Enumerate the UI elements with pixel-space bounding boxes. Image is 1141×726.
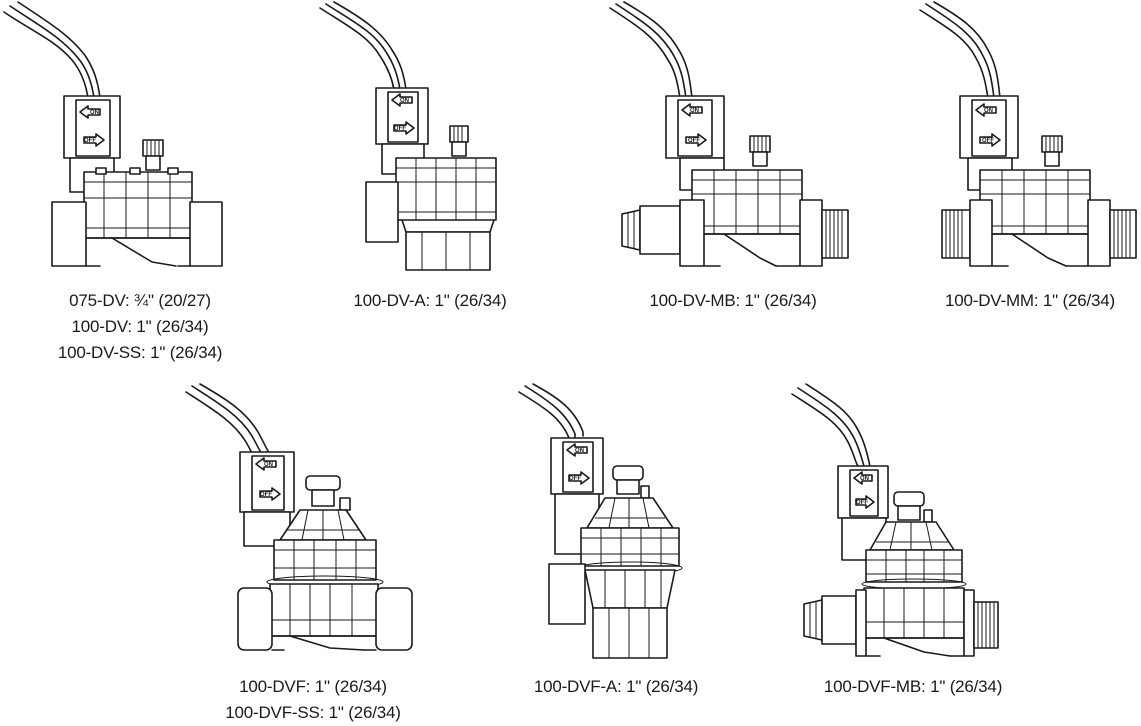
caption-line: 100-DVF-MB: 1" (26/34): [823, 677, 1003, 696]
valve-100-dv-mb-drawing: ON OFF: [600, 0, 860, 290]
valve-100-dvf-mb-drawing: ON OFF: [790, 382, 1020, 672]
svg-text:ON: ON: [400, 98, 409, 104]
caption-100-dv-a: 100-DV-A: 1" (26/34): [330, 288, 530, 314]
caption-line: 100-DVF-A: 1" (26/34): [533, 677, 699, 696]
caption-line: 100-DV-MB: 1" (26/34): [649, 291, 817, 310]
valve-100-dvf-a-drawing: ON OFF: [505, 382, 705, 672]
caption-100-dvf-mb: 100-DVF-MB: 1" (26/34): [813, 674, 1013, 700]
valve-100-dv-mm-drawing: ON OFF: [919, 0, 1141, 290]
valve-100-dv-a-drawing: ON OFF: [310, 0, 510, 290]
svg-text:OFF: OFF: [856, 500, 868, 506]
caption-line: 100-DV-A: 1" (26/34): [353, 291, 507, 310]
svg-text:OFF: OFF: [84, 138, 96, 144]
caption-line: 100-DVF: 1" (26/34): [239, 677, 387, 696]
caption-line: 100-DVF-SS: 1" (26/34): [225, 703, 401, 722]
caption-line: 075-DV: ¾" (20/27): [69, 291, 211, 310]
svg-text:ON: ON: [860, 476, 869, 482]
svg-text:ON: ON: [575, 448, 584, 454]
valve-075-dv-drawing: ON OFF: [0, 0, 240, 290]
caption-100-dv-mb: 100-DV-MB: 1" (26/34): [633, 288, 833, 314]
svg-text:OFF: OFF: [260, 492, 272, 498]
svg-text:ON: ON: [984, 108, 993, 114]
svg-text:ON: ON: [690, 108, 699, 114]
caption-100-dvf: 100-DVF: 1" (26/34) 100-DVF-SS: 1" (26/3…: [213, 674, 413, 726]
caption-075-dv: 075-DV: ¾" (20/27) 100-DV: 1" (26/34) 10…: [40, 288, 240, 366]
caption-100-dvf-a: 100-DVF-A: 1" (26/34): [516, 674, 716, 700]
svg-text:OFF: OFF: [569, 476, 581, 482]
valve-100-dvf-drawing: ON OFF: [180, 382, 420, 672]
svg-text:ON: ON: [90, 110, 99, 116]
caption-line: 100-DV-SS: 1" (26/34): [57, 343, 223, 362]
svg-text:ON: ON: [264, 462, 273, 468]
caption-line: 100-DV-MM: 1" (26/34): [944, 291, 1115, 310]
svg-text:OFF: OFF: [688, 138, 700, 144]
caption-line: 100-DV: 1" (26/34): [71, 317, 209, 336]
svg-text:OFF: OFF: [982, 138, 994, 144]
svg-text:OFF: OFF: [394, 126, 406, 132]
caption-100-dv-mm: 100-DV-MM: 1" (26/34): [930, 288, 1130, 314]
